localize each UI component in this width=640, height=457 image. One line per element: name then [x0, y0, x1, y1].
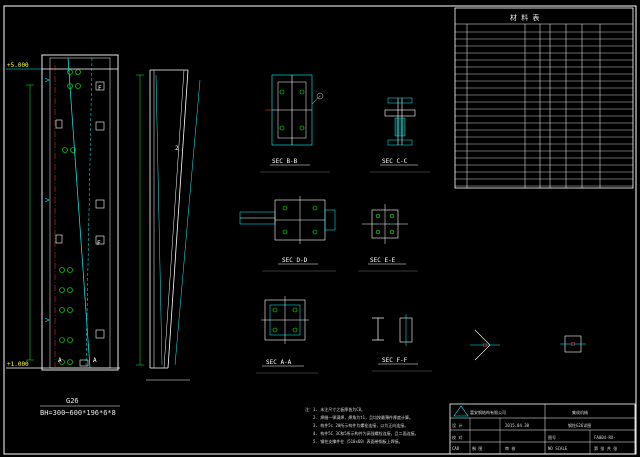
sec-bb-label: SEC B-B [272, 158, 298, 165]
title-block: 富安钢结构有限公司 集成机械 钢柱G26详图 2015.04.30 图号 FA0… [449, 403, 636, 455]
sheet-label: 第 张 共 张 [594, 445, 617, 451]
column-elevation-side: 2 [136, 69, 201, 381]
drawing-number: FA004-RX- [594, 435, 616, 440]
company-name: 富安钢结构有限公司 [470, 409, 506, 415]
section-c-c: SEC C-C [370, 97, 430, 173]
sec-ee-label: SEC E-E [370, 257, 396, 264]
column-elevation-front: +5.000 +1.000 [6, 54, 120, 371]
note-line-2: 2. 焊缝一律满焊，焊角为t1，且均按最薄件厚度计算。 [313, 414, 413, 420]
section-e-e: SEC E-E [358, 204, 418, 272]
drawing-date: 2015.04.30 [505, 423, 530, 428]
detail-plate-1 [470, 329, 500, 361]
scale-label: NO SCALE [548, 446, 568, 451]
column-label: G26 [66, 397, 79, 405]
designer-label: 设 计 [452, 422, 462, 428]
project-name: 集成机械 [572, 409, 588, 415]
section-f-f: SEC F-F [372, 314, 432, 372]
detail-plate-2 [560, 335, 586, 353]
section-b-b: SEC B-B [260, 74, 330, 173]
elevation-bottom-label: +1.000 [7, 361, 29, 368]
company-logo [453, 405, 469, 417]
drawing-border [3, 5, 637, 455]
sec-dd-label: SEC D-D [282, 257, 308, 264]
checker-label: 校 对 [452, 434, 462, 440]
general-notes: 注：1. 未注尺寸之板厚皆为C8。 2. 焊缝一律满焊，焊角为t1，且均按最薄件… [305, 406, 419, 444]
svg-text:F: F [97, 240, 101, 247]
section-d-d: SEC D-D [239, 196, 336, 272]
section-a-a: SEC A-A [256, 296, 318, 374]
column-caption: G26 BH=300~600*196*6*8 [40, 397, 120, 417]
note-line-4: 4. 构件5C 3C和5所示构件为高强螺栓连接，且二面连接。 [313, 430, 419, 436]
materials-table-title: 材 料 表 [510, 13, 539, 22]
drawing-no-label: 图号 [548, 434, 556, 440]
materials-table: 材 料 表 [454, 7, 634, 189]
note-line-5: 5. 钢柱支撑件在（510x60）表面带钢板上焊接。 [313, 438, 403, 444]
svg-text:A: A [58, 357, 62, 364]
approver-label: 审 核 [505, 445, 515, 451]
note-line-3: 3. 构件5c 20所示构件为螺栓连接，以为正向连接。 [313, 422, 408, 428]
svg-text:A: A [93, 357, 97, 364]
sec-aa-label: SEC A-A [266, 359, 292, 366]
sec-cc-label: SEC C-C [382, 158, 408, 165]
svg-text:2: 2 [175, 145, 179, 152]
cad-label: CAD [452, 446, 460, 451]
sec-ff-label: SEC F-F [382, 357, 408, 364]
note-line-1: 注：1. 未注尺寸之板厚皆为C8。 [305, 406, 365, 412]
svg-text:F: F [98, 85, 102, 92]
drawer-label: 制 图 [472, 445, 482, 451]
column-spec: BH=300~600*196*6*8 [40, 409, 116, 417]
elevation-top-label: +5.000 [7, 62, 29, 69]
drawing-name: 钢柱G26详图 [568, 422, 591, 428]
